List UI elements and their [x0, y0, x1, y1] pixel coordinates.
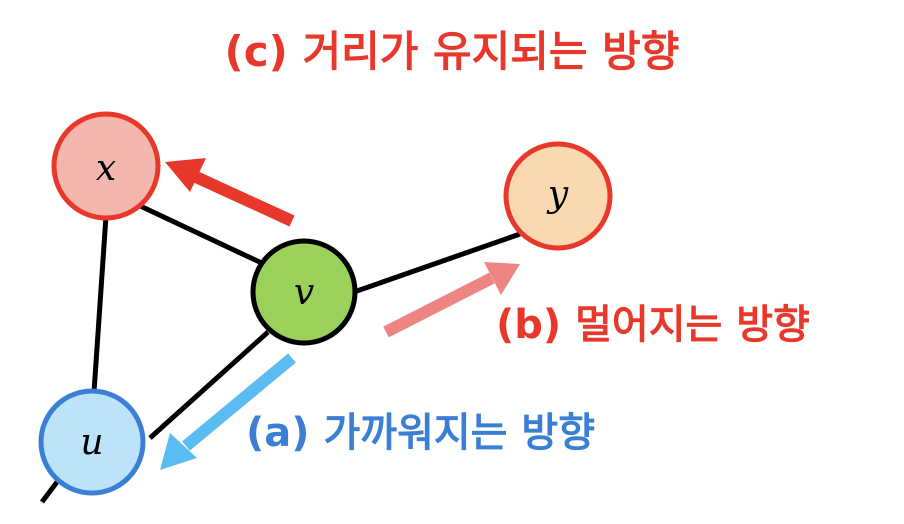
arrow-b-shaft	[383, 272, 495, 338]
arrow-a	[160, 353, 296, 470]
node-u-label: u	[80, 422, 103, 463]
node-x: x	[51, 111, 161, 221]
label-c-maintained-direction: (c) 거리가 유지되는 방향	[224, 27, 680, 76]
node-y: y	[503, 141, 613, 251]
edge-v-u	[148, 330, 270, 440]
node-u: u	[38, 388, 146, 496]
arrow-c	[165, 158, 295, 227]
label-a-closer-direction: (a) 가까워지는 방향	[246, 410, 596, 456]
edge-v-y	[353, 231, 521, 295]
arrow-c-head	[165, 158, 206, 192]
edge-x-u	[91, 215, 109, 393]
arrow-b	[383, 262, 520, 338]
arrow-b-head	[484, 262, 520, 295]
arrow-a-shaft	[182, 353, 296, 451]
arrow-a-head	[160, 433, 197, 470]
node-y-label: y	[546, 174, 569, 215]
node-v-label: v	[294, 272, 314, 313]
arrow-c-shaft	[193, 171, 295, 227]
edge-x-v	[134, 201, 270, 269]
node-v: v	[250, 238, 358, 346]
node-x-label: x	[96, 148, 116, 189]
label-b-away-direction: (b) 멀어지는 방향	[496, 302, 810, 348]
